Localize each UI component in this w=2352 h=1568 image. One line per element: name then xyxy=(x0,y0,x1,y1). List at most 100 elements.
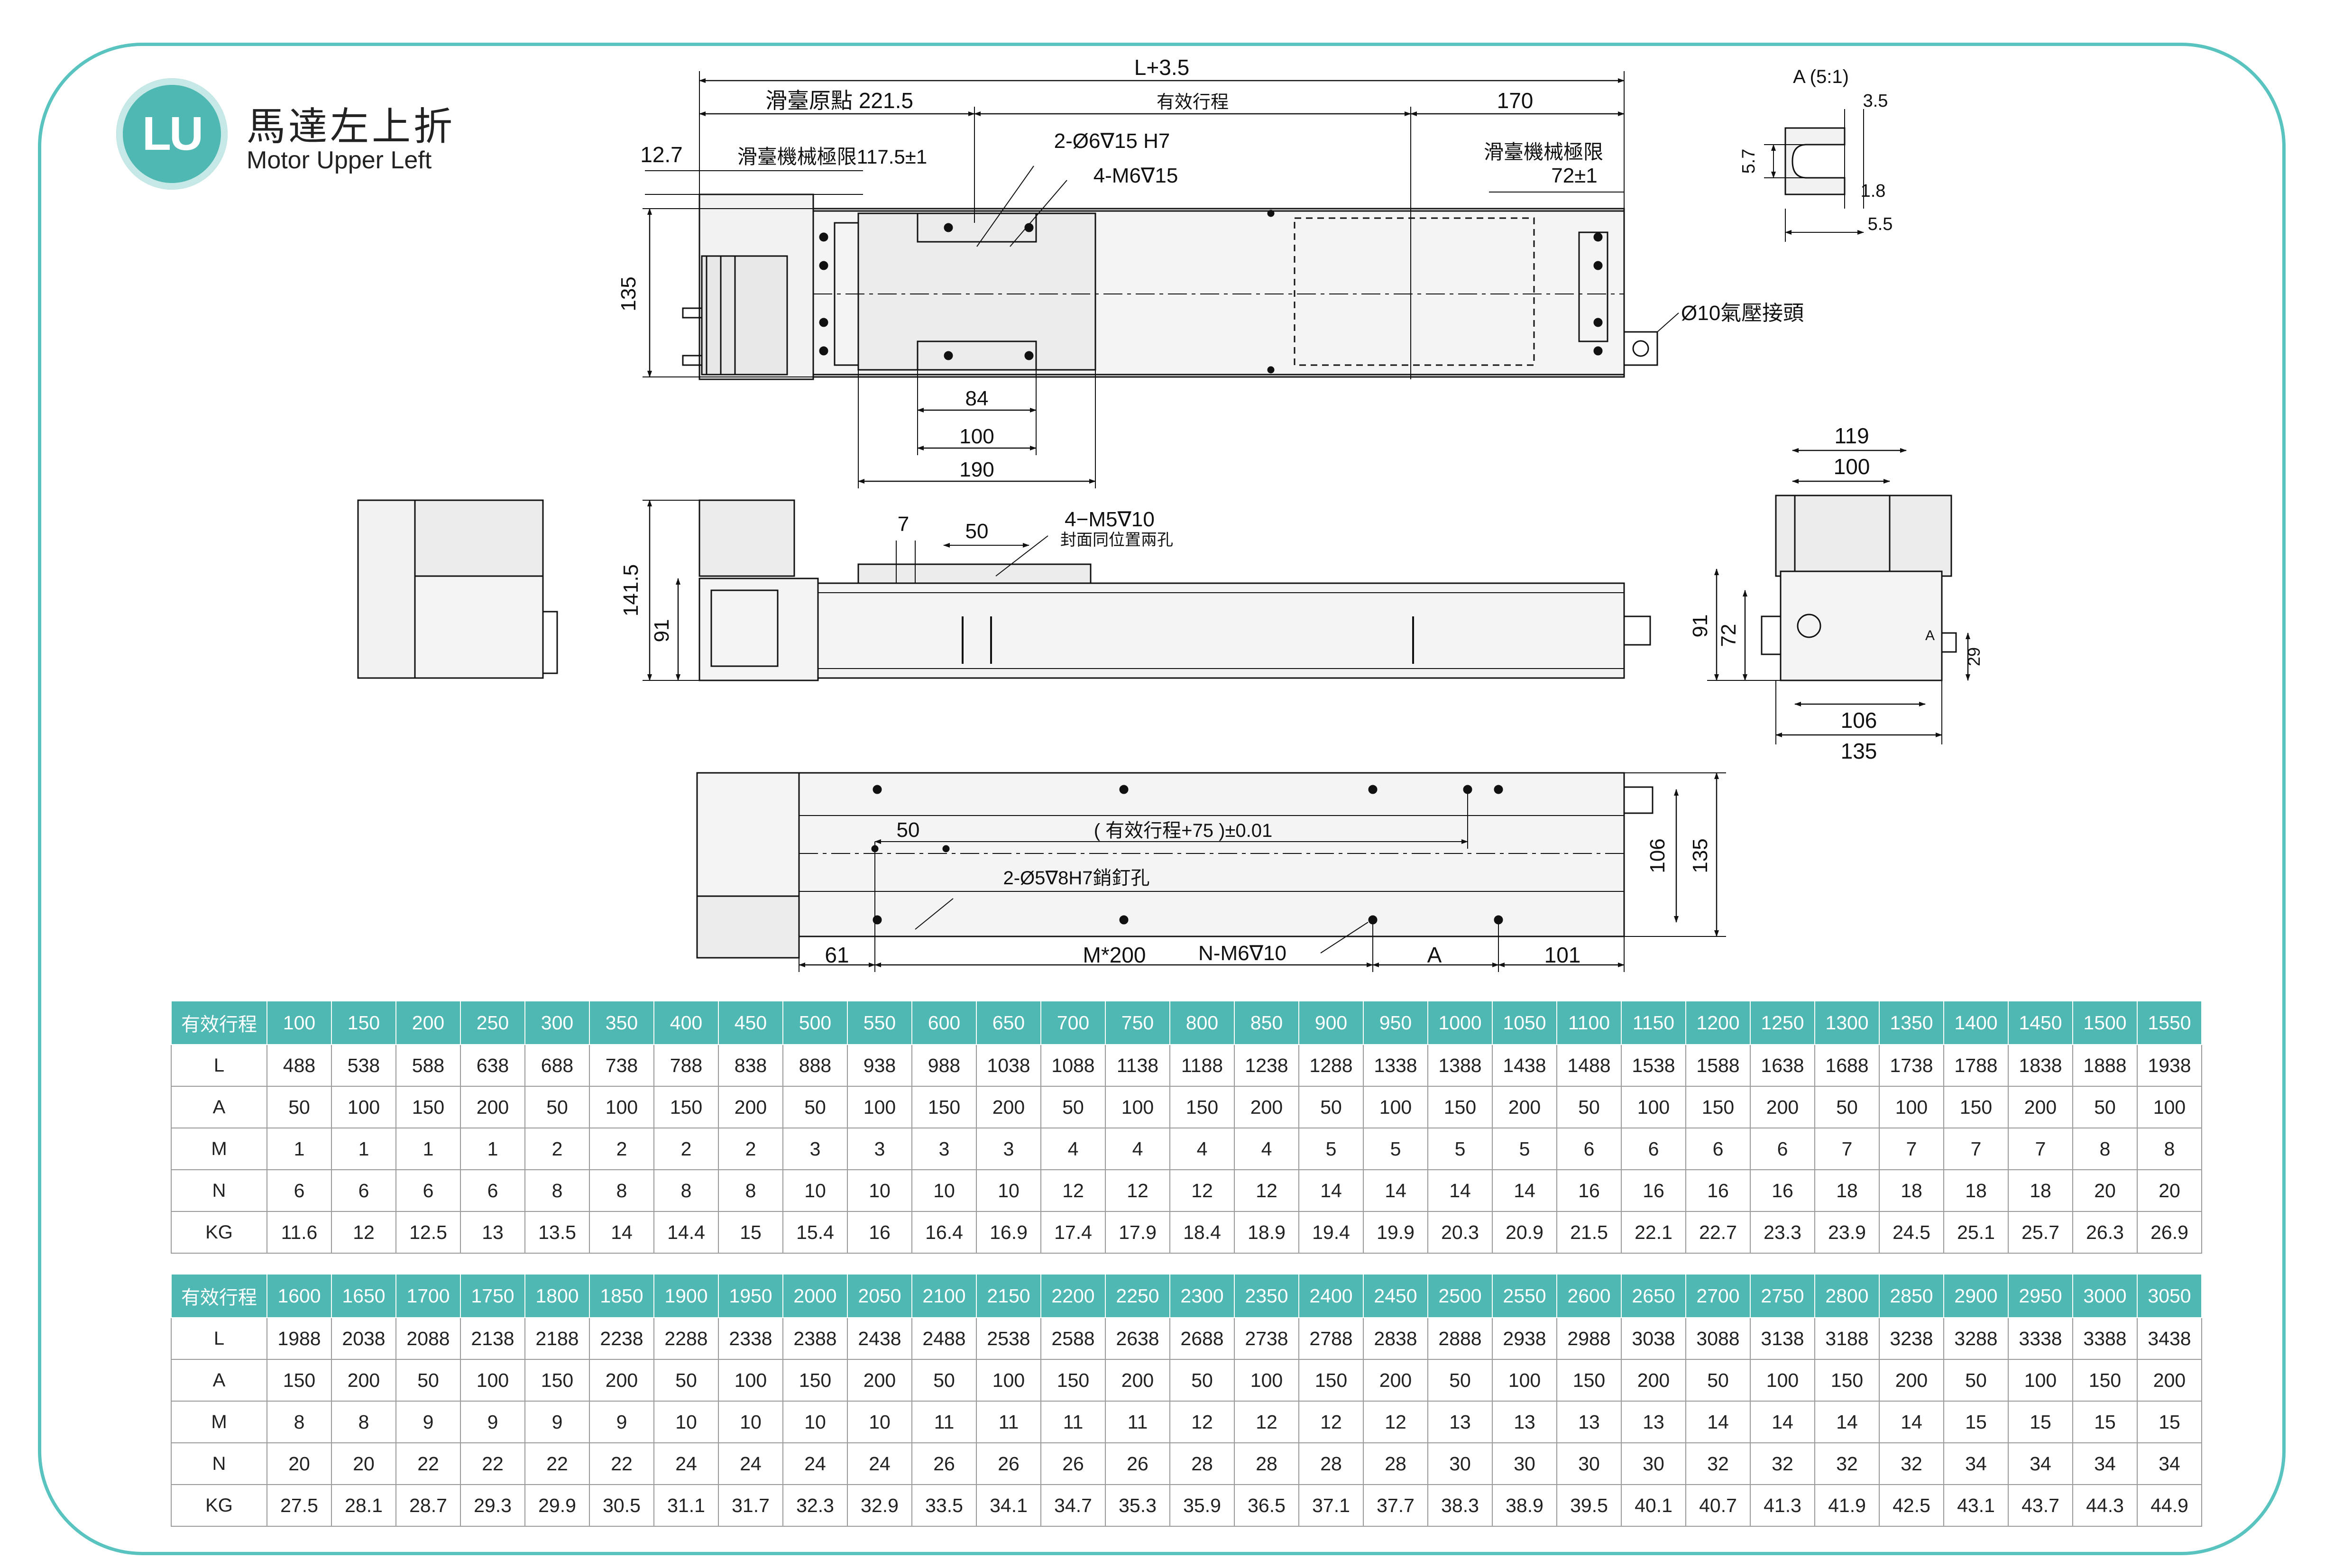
hole-pin-callout: 2-Ø6∇15 H7 xyxy=(1054,129,1170,153)
table-cell: 25.1 xyxy=(1943,1211,2009,1254)
table-cell: 2888 xyxy=(1427,1317,1493,1360)
stroke-header-cell: 500 xyxy=(782,1000,848,1045)
table-cell: 100 xyxy=(460,1359,525,1402)
technical-drawing: L+3.5 滑臺原點 221.5 有效行程 170 12.7 滑臺機械極限117… xyxy=(357,55,1984,972)
table-cell: 50 xyxy=(1685,1359,1751,1402)
row-label-cell: KG xyxy=(171,1484,267,1527)
table-cell: 19.4 xyxy=(1298,1211,1364,1254)
stroke-header-cell: 350 xyxy=(589,1000,654,1045)
stroke-header-cell: 1400 xyxy=(1943,1000,2009,1045)
table-cell: 2038 xyxy=(331,1317,396,1360)
table-cell: 13 xyxy=(1492,1401,1557,1443)
dim-170: 170 xyxy=(1497,88,1534,113)
table-cell: 3 xyxy=(782,1128,848,1170)
table-cell: 738 xyxy=(589,1044,654,1087)
table-cell: 12 xyxy=(1169,1169,1235,1212)
table-cell: 36.5 xyxy=(1234,1484,1299,1527)
end-width-100: 100 xyxy=(1834,454,1870,479)
table-cell: 20.9 xyxy=(1492,1211,1557,1254)
table-cell: 2238 xyxy=(589,1317,654,1360)
table-cell: 9 xyxy=(460,1401,525,1443)
table-cell: 538 xyxy=(331,1044,396,1087)
stroke-header-cell: 1000 xyxy=(1427,1000,1493,1045)
table-cell: 12 xyxy=(1040,1169,1106,1212)
table-cell: 1 xyxy=(266,1128,332,1170)
stroke-header-cell: 3000 xyxy=(2072,1274,2138,1318)
table-cell: 26 xyxy=(1105,1442,1170,1485)
table-cell: 3388 xyxy=(2072,1317,2138,1360)
table-cell: 2738 xyxy=(1234,1317,1299,1360)
table-cell: 24 xyxy=(718,1442,783,1485)
end-view xyxy=(1707,448,1970,744)
table-cell: 10 xyxy=(847,1169,912,1212)
table-cell: 9 xyxy=(524,1401,590,1443)
table-cell: 150 xyxy=(1169,1086,1235,1128)
stroke-header-cell: 1800 xyxy=(524,1274,590,1318)
end-width-119: 119 xyxy=(1834,423,1869,448)
bottom-stroke-tolerance: ( 有效行程+75 )±0.01 xyxy=(1094,820,1273,841)
table-cell: 12 xyxy=(1234,1401,1299,1443)
table-cell: 26 xyxy=(1040,1442,1106,1485)
table-cell: 100 xyxy=(331,1086,396,1128)
table-cell: 12 xyxy=(331,1211,396,1254)
row-label-cell: N xyxy=(171,1169,267,1212)
table-cell: 17.9 xyxy=(1105,1211,1170,1254)
table-cell: 3 xyxy=(847,1128,912,1170)
table-cell: 4 xyxy=(1105,1128,1170,1170)
table-cell: 8 xyxy=(589,1169,654,1212)
table-cell: 16 xyxy=(1685,1169,1751,1212)
table-cell: 13 xyxy=(460,1211,525,1254)
row-label-cell: A xyxy=(171,1086,267,1128)
stroke-header-cell: 550 xyxy=(847,1000,912,1045)
table-cell: 15 xyxy=(1943,1401,2009,1443)
table-cell: 100 xyxy=(1234,1359,1299,1402)
table-cell: 100 xyxy=(718,1359,783,1402)
table-cell: 28 xyxy=(1234,1442,1299,1485)
row-label-cell: A xyxy=(171,1359,267,1402)
table-cell: 39.5 xyxy=(1556,1484,1622,1527)
stroke-header-cell: 900 xyxy=(1298,1000,1364,1045)
stroke-header-cell: 1150 xyxy=(1621,1000,1686,1045)
stroke-header-cell: 1300 xyxy=(1814,1000,1880,1045)
table-cell: 13 xyxy=(1621,1401,1686,1443)
side-dim-7: 7 xyxy=(898,513,909,536)
table-cell: 100 xyxy=(976,1359,1041,1402)
table-cell: 100 xyxy=(847,1086,912,1128)
table-cell: 14.4 xyxy=(653,1211,719,1254)
table-cell: 838 xyxy=(718,1044,783,1087)
table-cell: 1038 xyxy=(976,1044,1041,1087)
table-cell: 18 xyxy=(1814,1169,1880,1212)
table-cell: 10 xyxy=(653,1401,719,1443)
table-cell: 41.9 xyxy=(1814,1484,1880,1527)
table-cell: 10 xyxy=(847,1401,912,1443)
logo-text: LU xyxy=(142,107,203,160)
header-label-cell: 有效行程 xyxy=(171,1000,267,1045)
table-cell: 150 xyxy=(1040,1359,1106,1402)
table-cell: 33.5 xyxy=(911,1484,977,1527)
table-cell: 6 xyxy=(1556,1128,1622,1170)
dim-12-7: 12.7 xyxy=(640,142,683,167)
table-cell: 24 xyxy=(653,1442,719,1485)
bottom-view xyxy=(696,772,1726,972)
table-cell: 2138 xyxy=(460,1317,525,1360)
table-cell: 2088 xyxy=(395,1317,461,1360)
table-cell: 11.6 xyxy=(266,1211,332,1254)
table-cell: 22 xyxy=(395,1442,461,1485)
table-cell: 9 xyxy=(395,1401,461,1443)
table-cell: 100 xyxy=(1621,1086,1686,1128)
table-cell: 18 xyxy=(2008,1169,2073,1212)
table-cell: 44.9 xyxy=(2137,1484,2202,1527)
table-cell: 6 xyxy=(266,1169,332,1212)
table-cell: 40.7 xyxy=(1685,1484,1751,1527)
table-cell: 34.7 xyxy=(1040,1484,1106,1527)
table-cell: 4 xyxy=(1040,1128,1106,1170)
table-cell: 200 xyxy=(2137,1359,2202,1402)
table-cell: 50 xyxy=(1298,1086,1364,1128)
table-cell: 50 xyxy=(1556,1086,1622,1128)
